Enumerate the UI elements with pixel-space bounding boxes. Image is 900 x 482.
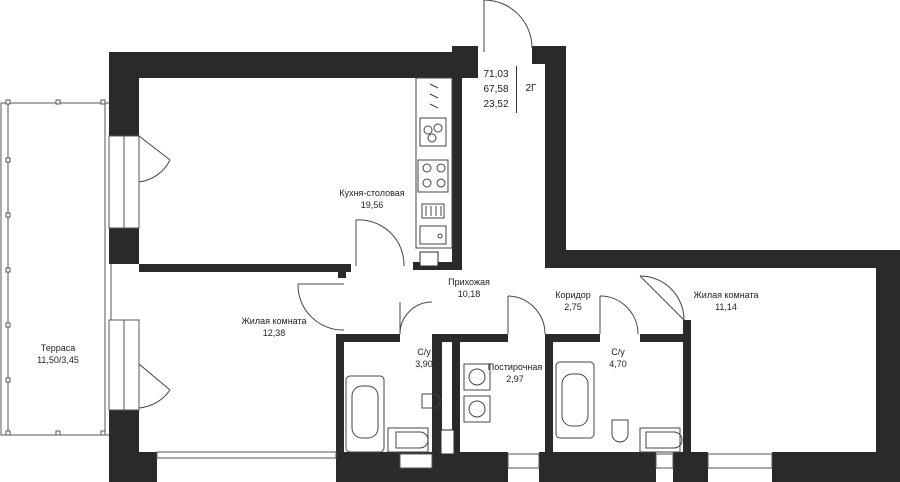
total-area: 71,03: [483, 69, 509, 80]
apartment-info: 71,03 67,58 23,52 2Г: [476, 66, 546, 114]
windows: [108, 135, 773, 469]
room-label-living1: Жилая комната 12,38: [241, 315, 306, 339]
room-name: Кухня-столовая: [339, 188, 405, 198]
room-area: 11,50/3,45: [37, 355, 79, 365]
room-name: Жилая комната: [241, 316, 307, 326]
room-area: 19,56: [360, 200, 384, 210]
laundry-fixtures: [463, 363, 491, 423]
room-label-bath2: С/у 4,70: [609, 346, 627, 370]
room-name: Коридор: [555, 290, 591, 300]
bath1-fixtures: [345, 375, 441, 453]
living-area: 67,58: [483, 84, 509, 95]
kitchen-counter: [415, 77, 453, 249]
room-label-bath1: С/у 3,90: [415, 346, 433, 370]
room-area: 12,38: [262, 328, 286, 338]
terrace: [0, 99, 112, 436]
room-label-kitchen: Кухня-столовая 19,56: [339, 187, 404, 211]
room-area: 11,14: [715, 302, 737, 312]
room-name: С/у: [611, 347, 625, 357]
walls: [109, 46, 900, 482]
room-name: Прихожая: [448, 277, 490, 287]
room-name: Терраса: [40, 343, 76, 353]
room-name: С/у: [417, 347, 431, 357]
room-name: Постирочная: [487, 362, 543, 372]
room-label-living2: Жилая комната 11,14: [693, 289, 758, 313]
room-area: 2,97: [506, 374, 524, 384]
room-area: 2,75: [564, 302, 582, 312]
room-area: 3,90: [415, 359, 433, 369]
room-name: Жилая комната: [693, 290, 759, 300]
other-area: 23,52: [483, 99, 509, 110]
room-label-laundry: Постирочная 2,97: [488, 361, 542, 385]
room-label-corridor: Коридор 2,75: [555, 289, 591, 313]
room-area: 4,70: [609, 359, 627, 369]
room-label-hall: Прихожая 10,18: [448, 276, 490, 300]
bath2-fixtures: [555, 361, 683, 453]
doors: [138, 0, 685, 409]
room-area: 10,18: [457, 289, 481, 299]
apartment-type: 2Г: [525, 83, 537, 94]
room-label-terrace: Терраса 11,50/3,45: [37, 342, 79, 366]
